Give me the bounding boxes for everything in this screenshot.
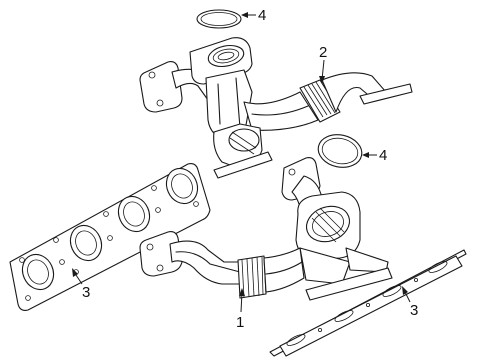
callout-3-left: 3	[72, 268, 90, 301]
callout-4-top: 4	[241, 7, 266, 24]
callout-label-3-left: 3	[82, 284, 90, 301]
gasket-ring-right	[317, 134, 363, 168]
callout-label-4-top: 4	[258, 7, 266, 24]
callout-4-right: 4	[362, 147, 387, 164]
lower-exhaust-manifold	[139, 157, 393, 301]
upper-exhaust-manifold	[139, 37, 413, 179]
callout-2: 2	[319, 44, 327, 84]
left-manifold-gasket	[9, 163, 211, 311]
callout-1: 1	[236, 288, 245, 331]
lower-flex-joint	[237, 255, 267, 299]
gasket-ring-top	[196, 9, 242, 29]
callout-label-4-right: 4	[379, 147, 387, 164]
callout-label-1: 1	[236, 314, 244, 331]
right-manifold-gasket	[269, 249, 467, 357]
callout-label-3-right: 3	[410, 302, 418, 319]
callout-label-2: 2	[319, 44, 327, 61]
upper-flex-joint	[299, 79, 341, 123]
callout-3-right: 3	[402, 286, 418, 319]
